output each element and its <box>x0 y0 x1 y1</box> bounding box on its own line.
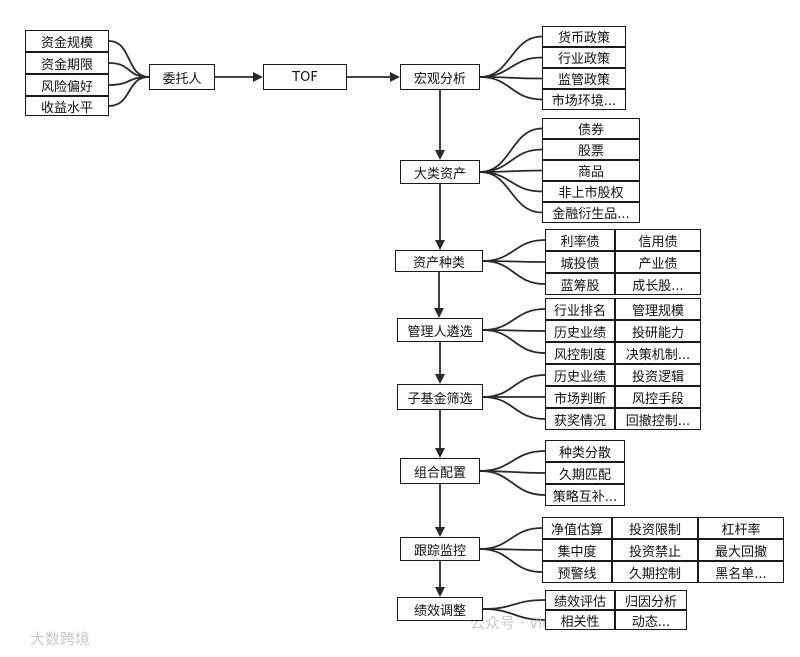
fan-connector <box>479 76 543 101</box>
fan-connector <box>479 450 546 472</box>
attribute-cell: 策略互补... <box>545 484 625 506</box>
step-node: 组合配置 <box>400 458 480 484</box>
fan-connector <box>482 239 546 262</box>
attribute-cell: 信用债 <box>615 229 701 251</box>
fan-connector <box>479 148 543 173</box>
input-connector <box>108 62 150 78</box>
attribute-cell: 杠杆率 <box>698 517 784 539</box>
attribute-cell: 市场判断 <box>545 386 615 408</box>
attribute-cell: 种类分散 <box>545 440 625 462</box>
attribute-cell: 投资禁止 <box>612 539 698 561</box>
attribute-cell: 集中度 <box>542 539 612 561</box>
attribute-cell: 投资限制 <box>612 517 698 539</box>
attribute-cell: 久期控制 <box>612 561 698 583</box>
attribute-cell: 城投债 <box>545 251 615 273</box>
attribute-cell: 成长股... <box>615 273 701 295</box>
step-node: 子基金筛选 <box>397 384 483 410</box>
fan-connector <box>482 374 546 398</box>
attribute-cell: 行业政策 <box>542 47 626 68</box>
attribute-cell: 历史业绩 <box>545 320 615 342</box>
attribute-cell: 管理规模 <box>615 298 701 320</box>
attribute-cell: 回撤控制... <box>615 408 701 430</box>
step-node: 管理人遴选 <box>397 318 483 342</box>
attribute-cell: 久期匹配 <box>545 462 625 484</box>
attribute-cell: 股票 <box>542 139 640 160</box>
fan-connector <box>479 35 543 78</box>
fan-connector <box>479 470 546 496</box>
tof-node: TOF <box>263 64 347 90</box>
step-node: 大类资产 <box>400 160 480 184</box>
attribute-cell: 商品 <box>542 160 640 181</box>
fan-connector <box>482 599 546 610</box>
fan-connector <box>482 329 546 354</box>
step-node: 跟踪监控 <box>400 537 480 561</box>
step-node: 宏观分析 <box>400 64 480 90</box>
attribute-cell: 黑名单... <box>698 561 784 583</box>
attribute-cell: 决策机制... <box>615 342 701 364</box>
attribute-cell: 预警线 <box>542 561 612 583</box>
input-connector <box>108 40 150 78</box>
fan-connector <box>482 260 546 285</box>
input-box: 收益水平 <box>25 96 109 116</box>
attribute-cell: 行业排名 <box>545 298 615 320</box>
input-connector <box>108 76 150 107</box>
attribute-cell: 非上市股权 <box>542 181 640 202</box>
entrust-node: 委托人 <box>149 64 215 90</box>
fan-connector <box>479 171 543 214</box>
attribute-cell: 净值估算 <box>542 517 612 539</box>
attribute-cell: 投研能力 <box>615 320 701 342</box>
attribute-cell: 动态... <box>615 610 687 630</box>
step-node: 资产种类 <box>395 250 483 272</box>
attribute-cell: 监管政策 <box>542 68 626 89</box>
fan-connector <box>479 548 543 573</box>
attribute-cell: 市场环境... <box>542 89 626 110</box>
watermark-left: 大数跨境 <box>30 630 91 648</box>
attribute-cell: 利率债 <box>545 229 615 251</box>
step-node: 绩效调整 <box>397 597 483 621</box>
attribute-cell: 货币政策 <box>542 26 626 47</box>
fan-connector <box>482 308 546 331</box>
attribute-cell: 风控手段 <box>615 386 701 408</box>
attribute-cell: 债券 <box>542 118 640 139</box>
attribute-cell: 历史业绩 <box>545 364 615 386</box>
fan-connector <box>482 608 546 621</box>
fan-connector <box>479 56 543 78</box>
attribute-cell: 投资逻辑 <box>615 364 701 386</box>
fan-connector <box>482 396 546 420</box>
attribute-cell: 获奖情况 <box>545 408 615 430</box>
attribute-cell: 最大回撤 <box>698 539 784 561</box>
input-box: 资金期限 <box>25 52 109 74</box>
attribute-cell: 相关性 <box>545 610 615 630</box>
attribute-cell: 产业债 <box>615 251 701 273</box>
attribute-cell: 绩效评估 <box>545 590 615 610</box>
fan-connector <box>479 171 543 193</box>
input-box: 资金规模 <box>25 30 109 52</box>
fan-connector <box>479 527 543 550</box>
attribute-cell: 归因分析 <box>615 590 687 610</box>
input-box: 风险偏好 <box>25 74 109 96</box>
attribute-cell: 金融衍生品... <box>542 202 640 223</box>
attribute-cell: 风控制度 <box>545 342 615 364</box>
attribute-cell: 蓝筹股 <box>545 273 615 295</box>
